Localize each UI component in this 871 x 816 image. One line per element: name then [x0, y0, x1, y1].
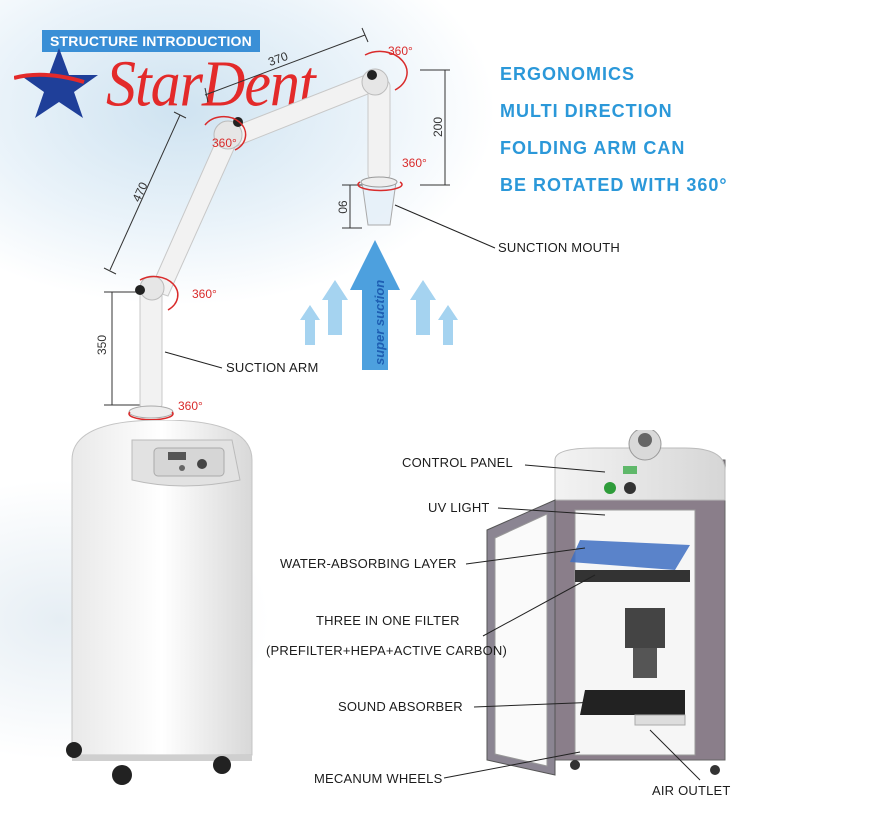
- rotation-label-mouth: 360°: [402, 156, 427, 170]
- feature-heading-line-2: MULTI DIRECTION: [500, 101, 673, 121]
- water-absorbing-layer-label: WATER-ABSORBING LAYER: [280, 556, 457, 571]
- rotation-label-elbow: 360°: [212, 136, 237, 150]
- filter-label-line-1: THREE IN ONE FILTER: [316, 613, 460, 628]
- brand-name: StarDent: [106, 47, 316, 120]
- rotation-label-shoulder: 360°: [192, 287, 217, 301]
- section-title: STRUCTURE INTRODUCTION: [42, 30, 260, 52]
- control-panel-label: CONTROL PANEL: [402, 455, 513, 470]
- sound-absorber-label: SOUND ABSORBER: [338, 699, 463, 714]
- feature-heading-line-4: BE ROTATED WITH 360°: [500, 175, 728, 195]
- star-logo-icon: [13, 48, 98, 118]
- rotation-label-base: 360°: [178, 399, 203, 413]
- filter-label-line-2: (PREFILTER+HEPA+ACTIVE CARBON): [266, 643, 508, 658]
- air-outlet-label: AIR OUTLET: [652, 783, 731, 798]
- uv-light-label: UV LIGHT: [428, 500, 490, 515]
- feature-heading-line-1: ERGONOMICS: [500, 64, 636, 84]
- feature-heading-line-3: FOLDING ARM CAN: [500, 138, 686, 158]
- mecanum-wheels-label: MECANUM WHEELS: [314, 771, 443, 786]
- rotation-label-top: 360°: [388, 44, 413, 58]
- brand-logo: StarDent: [13, 40, 354, 120]
- cabinet-unit: [66, 420, 253, 785]
- suction-mouth-label: SUNCTION MOUTH: [498, 240, 620, 255]
- suction-arm-label: SUCTION ARM: [226, 360, 319, 375]
